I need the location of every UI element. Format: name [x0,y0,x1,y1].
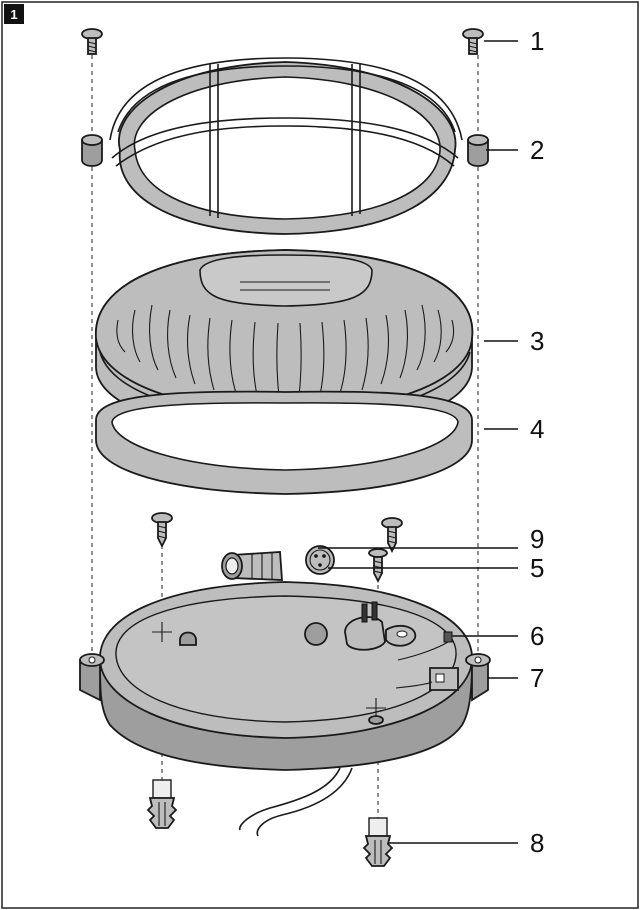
callout-5: 5 [530,553,544,583]
power-cable [239,767,353,837]
callout-3: 3 [530,326,544,356]
diffuser-glass-part-3 [95,249,474,435]
base-screws [151,512,403,584]
callout-7: 7 [530,663,544,693]
gasket-part-4 [95,390,473,495]
figure-number-badge: 1 [4,4,24,24]
wall-plugs-part-8 [146,779,394,867]
base-housing [79,581,491,771]
callout-6: 6 [530,621,544,651]
protective-cage-part-2 [81,57,489,235]
callout-1: 1 [530,26,544,56]
leader-lines [318,40,518,844]
callout-8: 8 [530,828,544,858]
callout-labels: 1 2 3 4 9 5 6 7 8 [530,26,544,858]
callout-2: 2 [530,135,544,165]
callout-4: 4 [530,414,544,444]
screw-part-1 [81,28,484,55]
lamp-socket-part-9 [305,545,335,575]
cable-gland [221,551,283,581]
callout-9: 9 [530,524,544,554]
